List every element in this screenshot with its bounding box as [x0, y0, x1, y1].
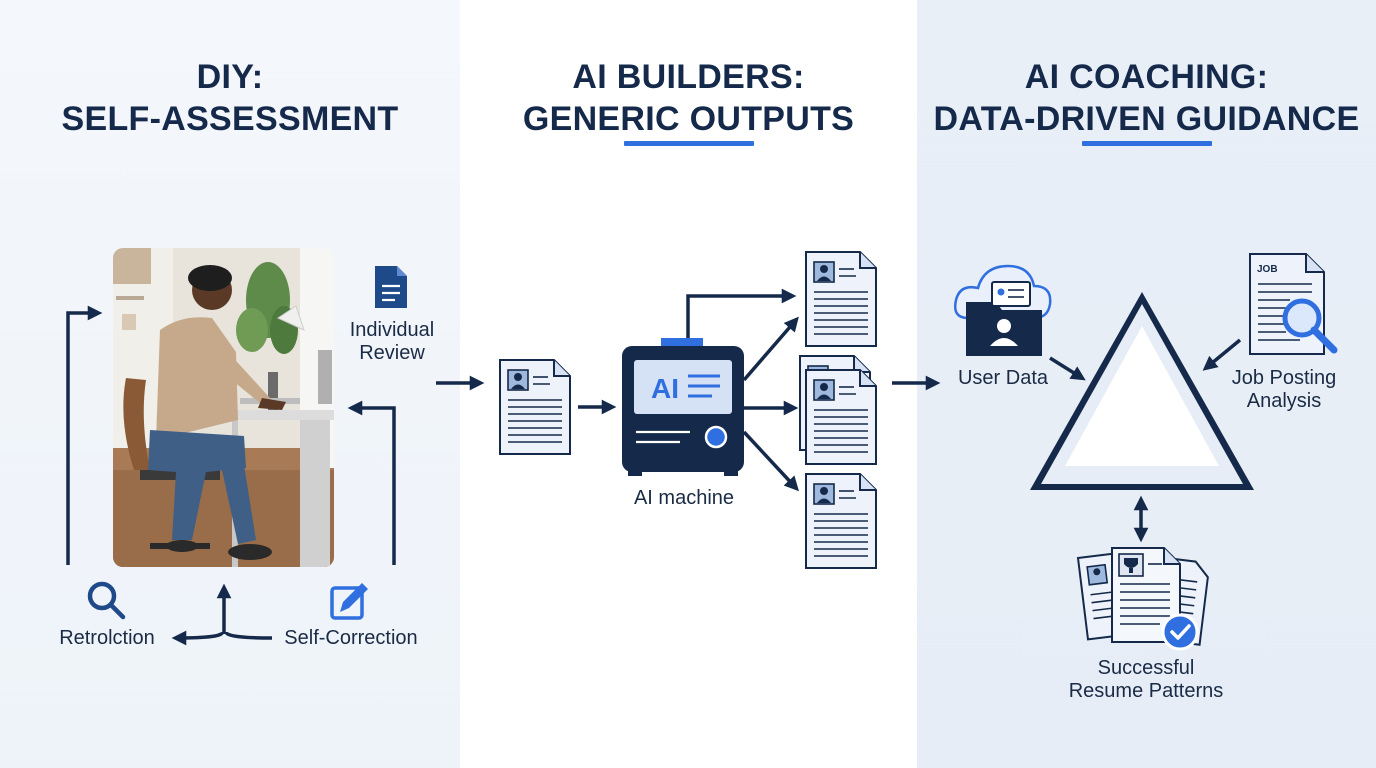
self-correction-label: Self-Correction: [284, 627, 418, 649]
ai-builders-title-line-1: AI BUILDERS:: [572, 58, 805, 96]
job-doc-tag: JOB: [1257, 264, 1278, 275]
user-folder-icon: [966, 281, 1042, 356]
job-posting-label: Job Posting Analysis: [1220, 367, 1348, 413]
ai-coaching-title-line-1: AI COACHING:: [1024, 58, 1269, 96]
desk-photo: [113, 248, 334, 567]
output-resume-2: [805, 369, 877, 465]
user-data-label: User Data: [957, 367, 1049, 389]
output-resume-1: [805, 251, 877, 347]
search-document-icon: [1249, 253, 1338, 355]
ai-machine-icon: [622, 338, 744, 476]
resume-patterns-icon: [1076, 547, 1209, 651]
output-resume-3: [805, 473, 877, 569]
ai-machine-label: AI machine: [633, 487, 735, 509]
analysis-triangle: [1030, 292, 1254, 490]
reflection-arrow: [171, 630, 224, 646]
job-posting-line-2: Analysis: [1246, 390, 1322, 412]
trophy-icon: [1118, 553, 1144, 577]
individual-review-line-1: Individual: [349, 319, 435, 341]
individual-review-label: Individual Review: [334, 319, 450, 365]
checkmark-badge-icon: [1161, 613, 1199, 651]
ai-coaching-underline: [1081, 141, 1212, 146]
self-correction-link: [224, 631, 273, 640]
individual-review-line-2: Review: [359, 342, 425, 364]
loop-back-arrow: [347, 400, 396, 565]
ai-builders-title: AI BUILDERS: GENERIC OUTPUTS: [460, 56, 917, 140]
diy-title: DIY: SELF-ASSESSMENT: [0, 56, 460, 140]
document-icon: [375, 266, 407, 308]
machine-screen-text: AI: [651, 373, 679, 404]
patterns-line-1: Successful: [1097, 657, 1195, 679]
output-arrows: [686, 288, 800, 492]
reflection-loop: [66, 305, 396, 646]
patterns-line-2: Resume Patterns: [1068, 680, 1224, 702]
patterns-label: Successful Resume Patterns: [1056, 657, 1236, 703]
reflection-label: Retrolction: [59, 627, 155, 649]
ai-builders-title-line-2: GENERIC OUTPUTS: [522, 100, 855, 138]
edit-icon: [330, 583, 368, 620]
converging-arrows: [1049, 338, 1242, 543]
input-resume-icon: [499, 359, 571, 455]
diy-title-line-2: SELF-ASSESSMENT: [61, 100, 399, 138]
job-posting-line-1: Job Posting: [1231, 367, 1337, 389]
ai-builders-underline: [623, 141, 754, 146]
ai-coaching-title-line-2: DATA-DRIVEN GUIDANCE: [933, 100, 1360, 138]
diy-title-line-1: DIY:: [196, 58, 264, 96]
magnifier-icon: [87, 581, 126, 620]
loop-up-arrow: [66, 305, 103, 565]
ai-coaching-title: AI COACHING: DATA-DRIVEN GUIDANCE: [917, 56, 1376, 140]
